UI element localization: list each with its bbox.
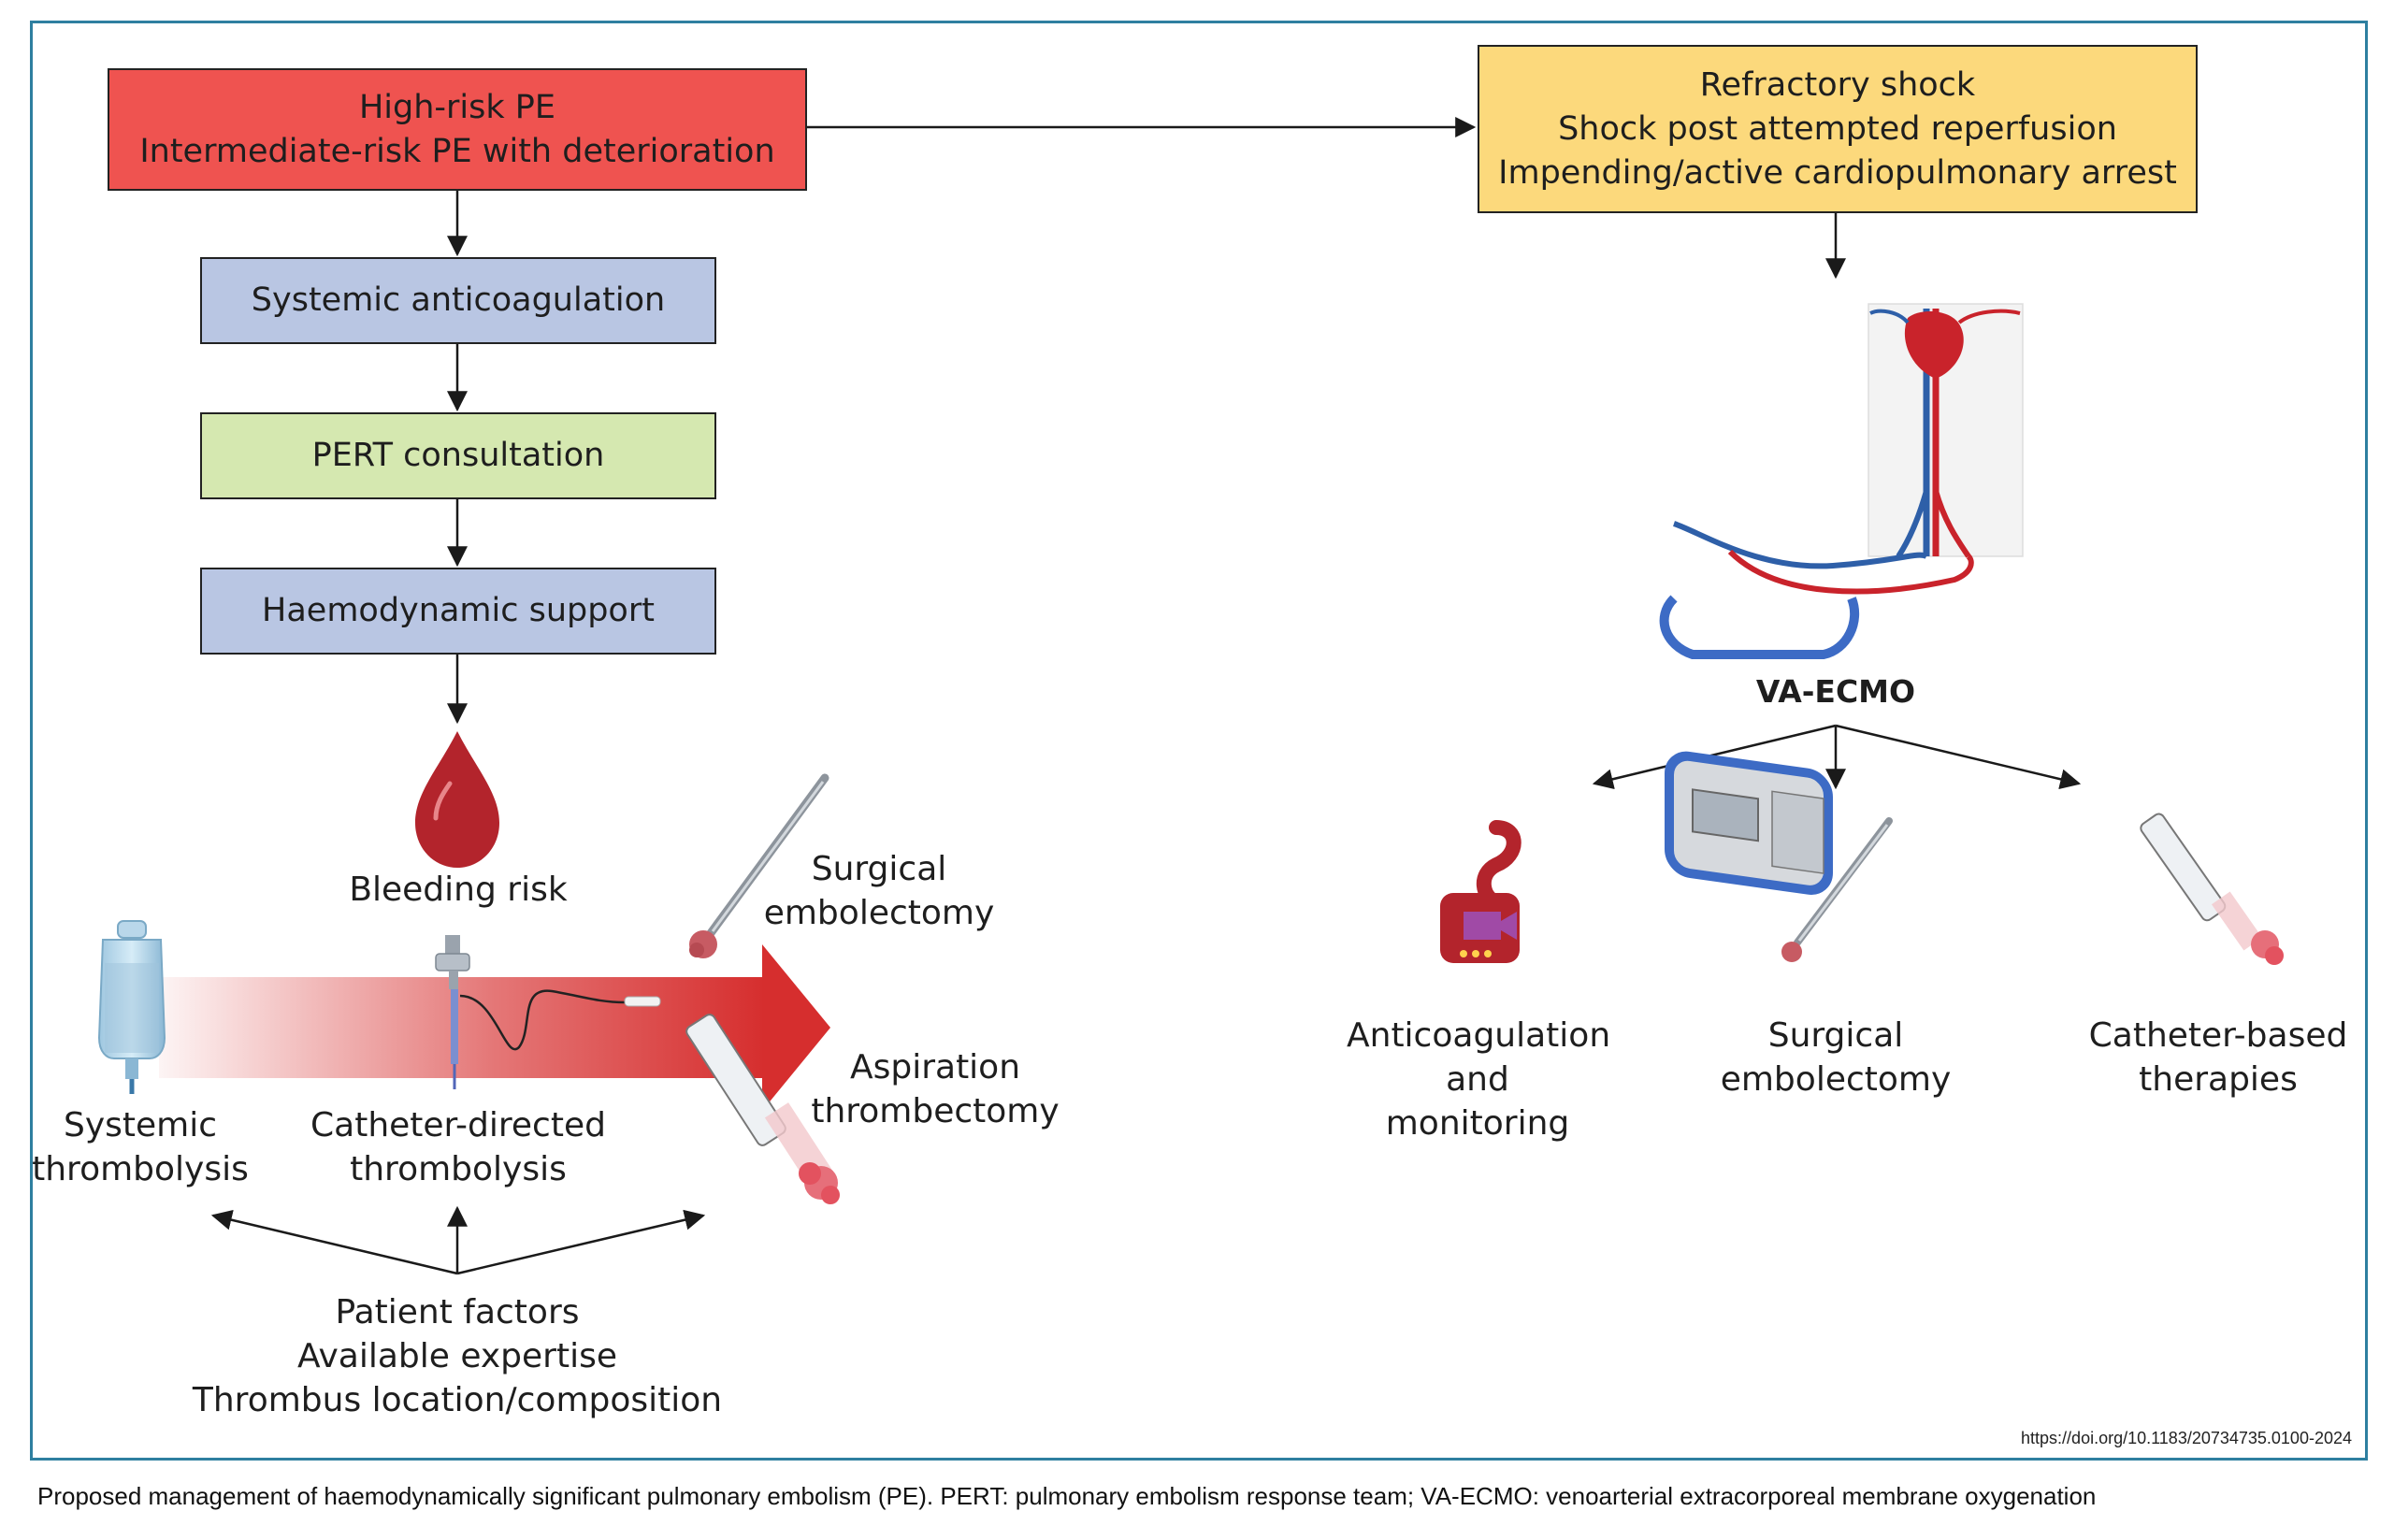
arrow-ecmo-to-catheter (1835, 724, 2082, 790)
treatment-intensity-arrow (159, 944, 830, 1111)
arrow-factors-to-aspiration (456, 1209, 706, 1275)
risk-line-1: High-risk PE (358, 88, 556, 126)
catheter-directed-thrombolysis-label: Catheter-directed thrombolysis (310, 1106, 606, 1188)
support-label: Haemodynamic support (262, 592, 655, 629)
pert-label: PERT consultation (311, 437, 605, 474)
doi-link[interactable]: https://doi.org/10.1183/20734735.0100-20… (2021, 1429, 2352, 1447)
bleeding-risk-label: Bleeding risk (349, 871, 568, 909)
aspiration-catheter-icon-left (685, 1014, 840, 1204)
risk-line-2: Intermediate-risk PE with deterioration (139, 132, 775, 170)
figure-caption: Proposed management of haemodynamically … (37, 1482, 2097, 1510)
high-risk-pe-box: High-risk PE Intermediate-risk PE with d… (108, 68, 807, 191)
surgical-tool-icon-left (689, 773, 829, 958)
ecmo-monitor-cannula-icon (1440, 820, 1521, 963)
figure-frame (30, 21, 2368, 1461)
anticoag-label: Systemic anticoagulation (251, 281, 666, 319)
shock-line-3: Impending/active cardiopulmonary arrest (1498, 153, 2177, 192)
catheter-based-icon-right (2140, 813, 2284, 965)
aspiration-thrombectomy-label: Aspiration thrombectomy (811, 1048, 1060, 1130)
systemic-anticoagulation-box: Systemic anticoagulation (200, 257, 716, 344)
catheter-device-icon (435, 935, 661, 1089)
surgical-embolectomy-label-left: Surgical embolectomy (763, 850, 995, 932)
blood-drop-icon (415, 731, 499, 868)
patient-factors-label: Patient factors Available expertise Thro… (192, 1293, 723, 1419)
anticoagulation-monitoring-label: Anticoagulation and monitoring (1347, 1016, 1611, 1143)
surgical-tool-icon-right (1781, 817, 1893, 962)
shock-line-1: Refractory shock (1699, 65, 1976, 104)
haemodynamic-support-box: Haemodynamic support (200, 568, 716, 655)
va-ecmo-label: VA-ECMO (1755, 673, 1916, 710)
shock-line-2: Shock post attempted reperfusion (1558, 109, 2117, 148)
pert-consultation-box: PERT consultation (200, 412, 716, 499)
refractory-shock-box: Refractory shock Shock post attempted re… (1478, 45, 2198, 213)
systemic-thrombolysis-label: Systemic thrombolysis (32, 1106, 249, 1188)
arrow-ecmo-to-anticoag (1592, 724, 1837, 790)
body-vessels-icon (1868, 303, 2024, 558)
catheter-based-therapies-label: Catheter-based therapies (2088, 1016, 2348, 1099)
surgical-embolectomy-label-right: Surgical embolectomy (1720, 1016, 1952, 1099)
arrow-factors-to-systemic (210, 1209, 458, 1275)
ecmo-machine-icon (1659, 521, 1974, 895)
iv-bag-icon (97, 920, 166, 1094)
